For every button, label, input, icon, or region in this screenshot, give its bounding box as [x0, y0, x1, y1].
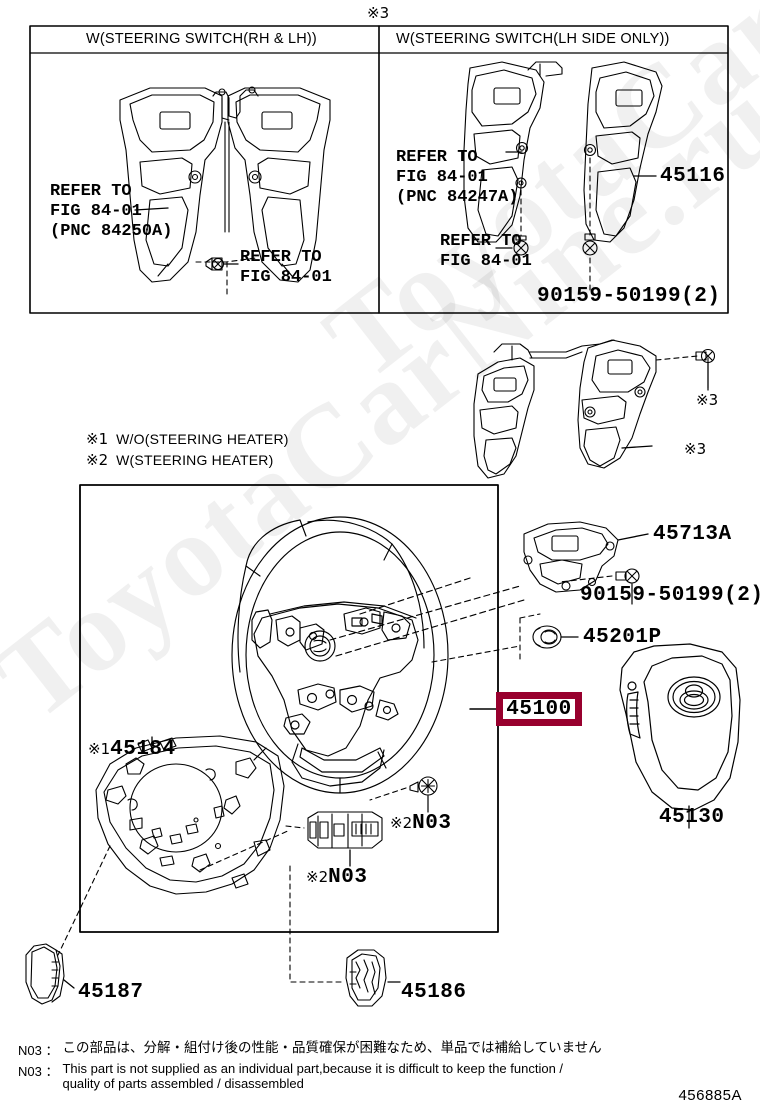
refer-line: FIG 84-01 [396, 168, 488, 187]
refer-note-right-1: REFER TO FIG 84-01 (PNC 84247A) [396, 148, 518, 208]
footer-note-en-text: This part is not supplied as an individu… [62, 1061, 563, 1091]
part-label-45187[interactable]: 45187 [78, 981, 144, 1004]
part-label-45100-highlighted[interactable]: 45100 [496, 692, 582, 726]
part-label-45186[interactable]: 45186 [401, 981, 467, 1004]
footer-notes: N03 ： この部品は、分解・組付け後の性能・品質確保が困難なため、単品では補給… [0, 1040, 760, 1093]
figure-top-marker: ※3 [367, 4, 390, 22]
refer-line: FIG 84-01 [240, 268, 332, 287]
n03-label-lower[interactable]: N03 [328, 866, 368, 889]
mid-switch-marker-bottom: ※3 [684, 440, 707, 458]
bolt-icon-left [205, 257, 239, 271]
mid-switch-marker-top: ※3 [696, 391, 719, 409]
variant-column-header-right: W(STEERING SWITCH(LH SIDE ONLY)) [396, 31, 670, 47]
refer-line: FIG 84-01 [440, 252, 532, 271]
legend-text-1: W/O(STEERING HEATER) [116, 431, 289, 447]
refer-line: (PNC 84250A) [50, 222, 173, 241]
footer-note-jp: N03 ： この部品は、分解・組付け後の性能・品質確保が困難なため、単品では補給… [0, 1040, 760, 1059]
part-label-45184-group: ※1 45184 [88, 738, 176, 761]
footer-note-en-key: N03 ： [18, 1064, 59, 1079]
part-marker-45184: ※1 [88, 740, 111, 758]
footer-note-jp-key: N03 ： [18, 1043, 59, 1058]
part-45130-airbag-illustration [619, 643, 741, 829]
refer-note-right-2: REFER TO FIG 84-01 [440, 232, 532, 272]
steering-wheel-illustration [231, 516, 525, 794]
footer-note-en-line1: This part is not supplied as an individu… [62, 1061, 564, 1076]
footer-note-en-line2: quality of parts assembled / disassemble… [62, 1076, 304, 1091]
refer-line: FIG 84-01 [50, 202, 142, 221]
bolt-icon-right-a [495, 235, 529, 256]
refer-line: (PNC 84247A) [396, 188, 519, 207]
bolt-icon-mid [695, 348, 716, 391]
legend-item-1: ※1 W/O(STEERING HEATER) [86, 430, 289, 448]
n03-label-upper-group: ※2 N03 [390, 812, 451, 835]
part-45201P-illustration [431, 613, 579, 663]
bolt-icon-right-b [582, 233, 598, 256]
refer-note-left-2: REFER TO FIG 84-01 [240, 248, 332, 288]
n03-label-lower-group: ※2 N03 [306, 866, 367, 889]
refer-line: REFER TO [440, 232, 522, 251]
refer-line: REFER TO [240, 248, 322, 267]
variant-table-frame [29, 25, 729, 314]
part-45187-illustration [25, 943, 75, 1005]
part-45184-illustration [57, 735, 285, 956]
part-label-90159-50199-main[interactable]: 90159-50199(2) [580, 584, 760, 607]
part-label-45116[interactable]: 45116 [660, 165, 726, 188]
legend-item-2: ※2 W(STEERING HEATER) [86, 451, 273, 469]
n03-label-upper[interactable]: N03 [412, 812, 452, 835]
variant-column-header-left: W(STEERING SWITCH(RH & LH)) [86, 31, 317, 47]
part-45186-illustration [289, 865, 401, 1007]
screw-n03-icon [369, 776, 438, 813]
n03-marker-lower: ※2 [306, 868, 329, 886]
part-label-90159-50199-table[interactable]: 90159-50199(2) [537, 285, 721, 308]
footer-note-en: N03 ： This part is not supplied as an in… [0, 1061, 760, 1091]
part-label-45130[interactable]: 45130 [659, 806, 725, 829]
part-45713A-illustration [523, 521, 649, 593]
n03-marker-upper: ※2 [390, 814, 413, 832]
part-n03-connector-illustration [199, 811, 383, 871]
legend-marker-2: ※2 [86, 451, 109, 469]
footer-note-jp-text: この部品は、分解・組付け後の性能・品質確保が困難なため、単品では補給していません [62, 1040, 602, 1056]
refer-note-left-1: REFER TO FIG 84-01 (PNC 84250A) [50, 182, 172, 242]
refer-line: REFER TO [50, 182, 132, 201]
bolt-icon-45713A [559, 568, 640, 605]
figure-code: 456885A [678, 1087, 742, 1104]
steering-switch-assy-mid-illustration [473, 339, 709, 479]
part-label-45201P[interactable]: 45201P [583, 626, 662, 649]
steering-switch-rh-lh-illustration [119, 86, 331, 297]
part-label-45184[interactable]: 45184 [110, 738, 176, 761]
part-label-45713A[interactable]: 45713A [653, 523, 732, 546]
steering-switch-lh-only-illustration [463, 61, 663, 291]
legend-text-2: W(STEERING HEATER) [116, 452, 274, 468]
part-label-45100-text: 45100 [506, 697, 572, 721]
refer-line: REFER TO [396, 148, 478, 167]
legend-marker-1: ※1 [86, 430, 109, 448]
